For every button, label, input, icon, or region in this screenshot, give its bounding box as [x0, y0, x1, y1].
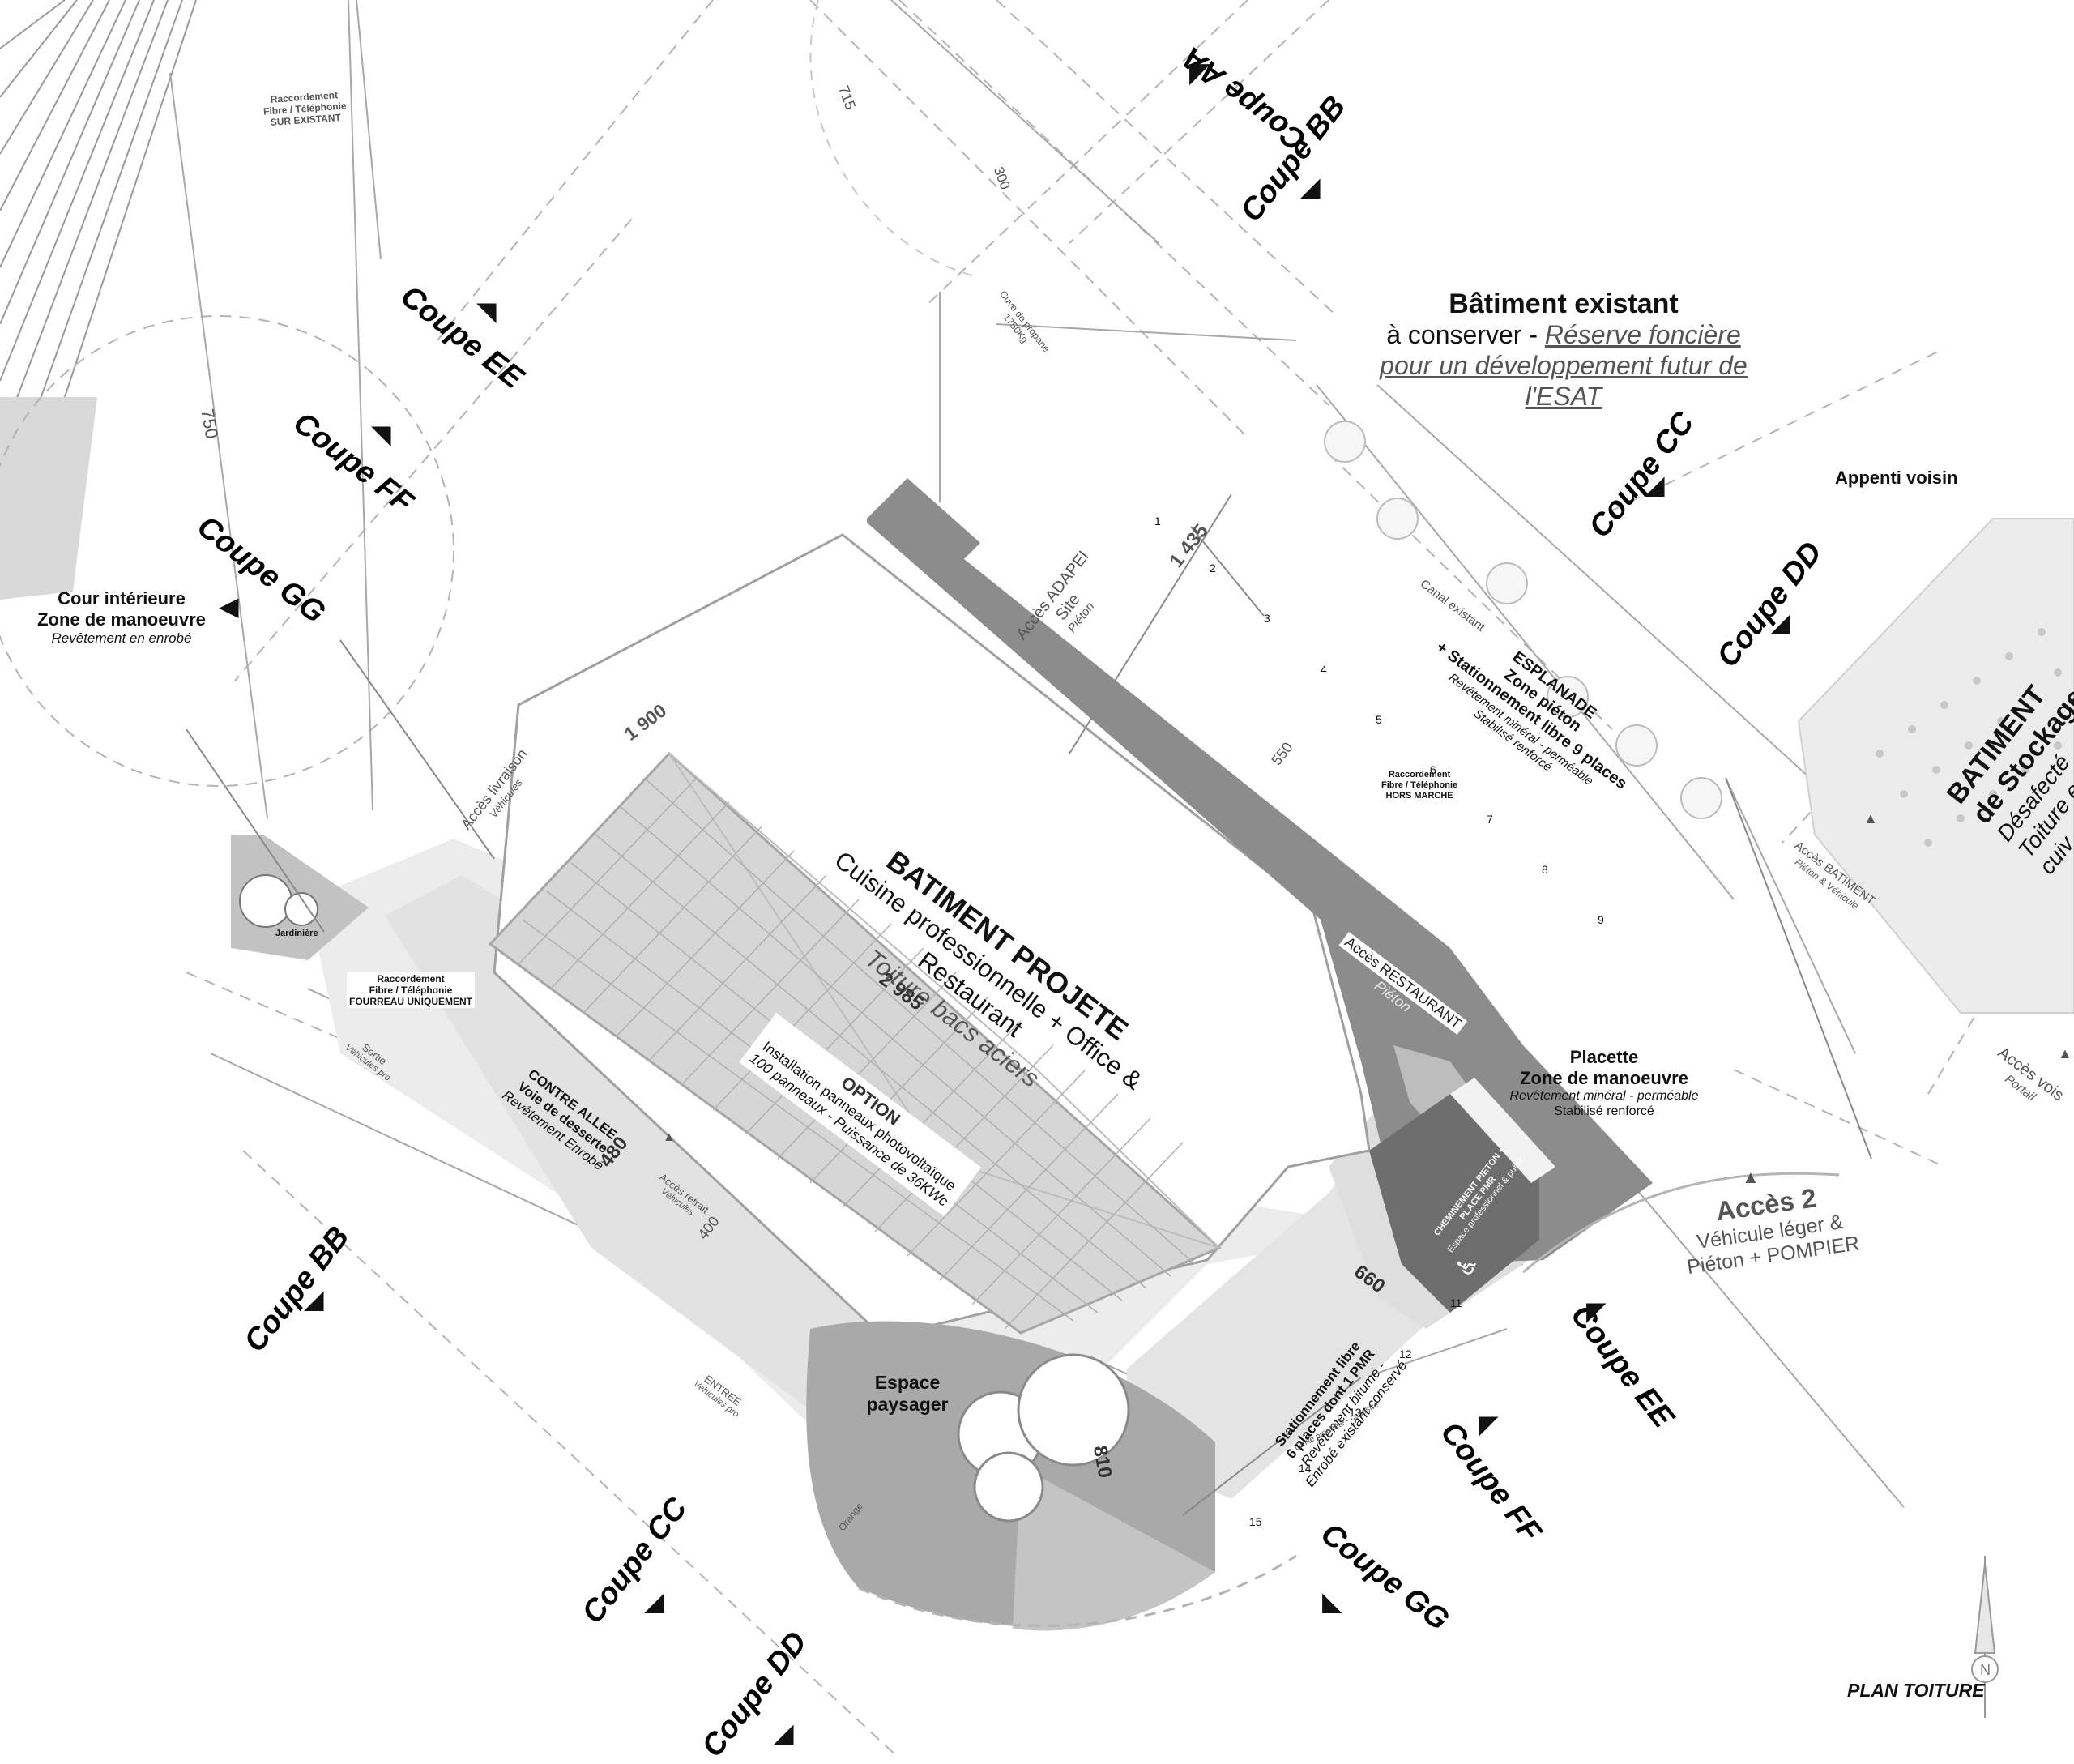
placette-label: Placette Zone de manoeuvre Revêtement mi… [1483, 1047, 1726, 1120]
placette-line1: Revêtement minéral - perméable [1509, 1088, 1699, 1103]
acces-retrait-arrow-icon: ▲ [663, 1130, 676, 1144]
pmr-block [1369, 1094, 1539, 1313]
espace-paysager-line1: Espace [874, 1372, 941, 1393]
coupe-cc-bottom-arrow-icon: ◢ [644, 1587, 664, 1616]
coupe-bb-top-arrow-icon: ◢ [1300, 172, 1321, 201]
coupe-gg-bottom-arrow-icon: ◣ [1322, 1587, 1342, 1616]
existing-building-link[interactable]: Réserve foncière [1544, 320, 1741, 350]
parking-number-8: 8 [1542, 863, 1548, 876]
placette-subtitle: Zone de manoeuvre [1520, 1067, 1688, 1088]
coupe-ff-bottom-arrow-icon: ◤ [1479, 1410, 1499, 1439]
raccordement-hors-marche: Raccordement Fibre / Téléphonie HORS MAR… [1381, 770, 1458, 801]
parking-number-4: 4 [1321, 663, 1327, 676]
parking-number-2: 2 [1210, 562, 1216, 574]
coupe-dd-bottom-arrow-icon: ◢ [774, 1718, 794, 1747]
coupe-bb-bottom-arrow-icon: ◢ [304, 1284, 324, 1313]
parking-number-13: 13 [1349, 1406, 1362, 1419]
acces-voisin-arrow-icon: ▲ [2058, 1045, 2072, 1061]
placette-title: Placette [1569, 1047, 1639, 1067]
hatched-field [0, 0, 197, 422]
stockage-dots [1876, 628, 2062, 847]
garden-trees [957, 1353, 1130, 1523]
garden-lower [1013, 1467, 1215, 1631]
parking-number-15: 15 [1249, 1515, 1262, 1528]
grey-triangle-field [0, 397, 97, 600]
dimension-lines [186, 493, 1872, 1516]
parking-number-14: 14 [1299, 1462, 1312, 1475]
coupe-dd-top-arrow-icon: ◢ [1770, 608, 1790, 637]
parking-number-7: 7 [1487, 813, 1493, 826]
parking-number-3: 3 [1264, 612, 1270, 625]
coupe-cc-top-arrow-icon: ◢ [1645, 470, 1665, 499]
garden-perimeter-curve [858, 1554, 1297, 1627]
existing-building-label: Bâtiment existant à conserver - Réserve … [1304, 288, 1823, 412]
north-arrow [1971, 1556, 1999, 1718]
parking-number-1: 1 [1154, 515, 1161, 527]
parking-number-11: 11 [1450, 1296, 1462, 1309]
appenti-label: Appenti voisin [1835, 468, 1958, 488]
cour-title: Cour intérieure [58, 588, 186, 609]
coupe-gg-left-arrow-icon: ◀ [219, 592, 239, 621]
parking-number-12: 12 [1399, 1348, 1412, 1360]
parking-number-9: 9 [1598, 913, 1604, 926]
existing-building-line3: l'ESAT [1525, 381, 1602, 411]
acces2-road-curve [1522, 1172, 1840, 1274]
espace-paysager-line2: paysager [866, 1394, 949, 1416]
jardiniere-trees [239, 874, 318, 928]
construction-lines [186, 0, 2074, 1758]
existing-building-line1: à conserver - Réserve foncière [1386, 320, 1741, 350]
coupe-ee-top-arrow-icon: ◥ [476, 297, 497, 326]
dark-pedestrian-path [867, 478, 1653, 1264]
existing-building-line2: pour un développement futur de [1380, 350, 1748, 380]
raccordement-fourreau: Raccordement Fibre / Téléphonie FOURREAU… [347, 972, 475, 1009]
pmr-light-strip [1450, 1078, 1556, 1183]
plan-title: PLAN TOITURE [1847, 1680, 1985, 1701]
acces-batiment-arrow-icon: ▲ [1863, 810, 1878, 826]
esplanade-trees [1324, 421, 1722, 819]
raccordement-sur-existant: Raccordement Fibre / Téléphonie SUR EXIS… [262, 89, 348, 129]
acces2-arrow-icon: ▲ [1742, 1167, 1760, 1187]
cour-label: Cour intérieure Zone de manoeuvre Revête… [32, 588, 211, 647]
north-arrow-letter: N [1980, 1662, 1991, 1678]
pv-panel-grid-lines [518, 777, 1196, 1330]
placette-line2: Stabilisé renforcé [1554, 1104, 1654, 1118]
coupe-aa-arrow-icon: ◤ [1189, 58, 1211, 88]
existing-building-title: Bâtiment existant [1449, 288, 1679, 319]
coupe-ee-bottom-arrow-icon: ◤ [1586, 1296, 1607, 1326]
cour-subtitle: Zone de manoeuvre [37, 609, 206, 630]
parking-number-5: 5 [1376, 713, 1382, 726]
building-outline [493, 533, 1371, 1339]
parking-number-6: 6 [1430, 763, 1436, 776]
jardiniere-label: Jardinière [275, 929, 318, 938]
turning-circle [0, 315, 454, 787]
espace-paysager-label: Espace paysager [826, 1372, 988, 1416]
coupe-ff-top-arrow-icon: ◥ [371, 420, 391, 449]
cour-note: Revêtement en enrobé [51, 630, 192, 646]
